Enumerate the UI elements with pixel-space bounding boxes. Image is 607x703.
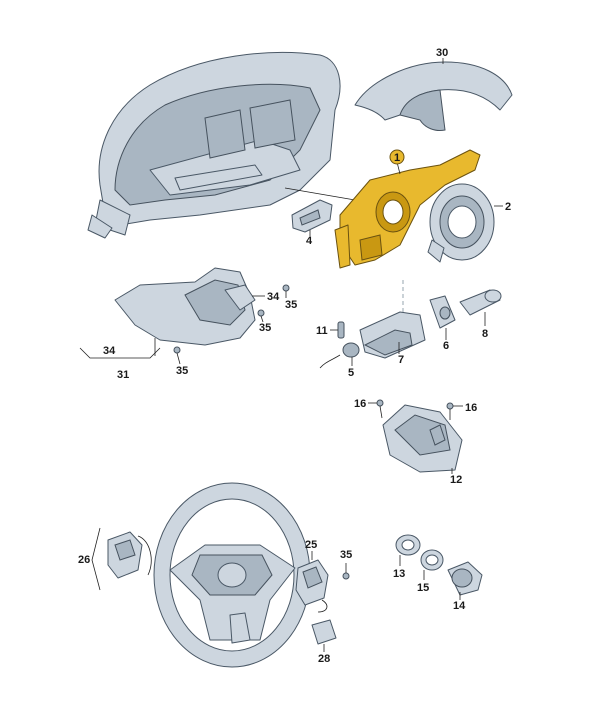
part-14-start-button <box>447 561 483 600</box>
part-31-lower-trim <box>114 267 265 346</box>
label-16a: 16 <box>354 398 366 410</box>
label-6: 6 <box>443 340 449 352</box>
label-31: 31 <box>117 369 129 381</box>
part-7-lock-housing <box>359 280 426 359</box>
screw-16b <box>446 402 463 420</box>
part-2-clock-spring <box>427 183 503 263</box>
part-12-control-unit <box>382 404 463 474</box>
part-11-screw <box>330 321 345 339</box>
label-35d: 35 <box>340 549 352 561</box>
label-4: 4 <box>306 235 313 247</box>
part-26-multifunction-button <box>91 527 152 591</box>
label-2: 2 <box>505 201 511 213</box>
part-1-combination-switch <box>334 149 481 269</box>
label-35a: 35 <box>285 299 297 311</box>
label-35b: 35 <box>259 322 271 334</box>
part-25-multifunction-button <box>295 551 329 613</box>
label-28: 28 <box>318 653 330 665</box>
label-34a: 34 <box>267 291 280 303</box>
label-25: 25 <box>305 539 317 551</box>
label-7: 7 <box>398 354 404 366</box>
part-8-lock-cylinder <box>459 289 502 326</box>
part-15-ring <box>420 549 444 580</box>
bracket-31 <box>79 347 161 359</box>
screw-35a <box>282 284 290 298</box>
label-11: 11 <box>316 325 328 337</box>
label-12: 12 <box>450 474 462 486</box>
part-4-bracket <box>291 199 333 236</box>
screw-35b <box>257 309 265 323</box>
label-30: 30 <box>436 47 448 59</box>
steering-wheel <box>153 482 311 668</box>
part-28-cover <box>311 619 337 652</box>
label-26: 26 <box>78 554 90 566</box>
label-5: 5 <box>348 367 354 379</box>
part-30-upper-trim <box>354 58 513 131</box>
label-1: 1 <box>394 152 400 164</box>
part-5-ignition-switch <box>319 342 360 369</box>
part-6-lock-cylinder-trim <box>429 295 456 340</box>
screw-16a <box>368 399 384 419</box>
screw-35d <box>342 563 350 580</box>
screw-35c <box>173 346 181 365</box>
label-1-badge <box>389 149 405 165</box>
label-8: 8 <box>482 328 488 340</box>
part-13-ring <box>395 534 421 566</box>
label-35c: 35 <box>176 365 188 377</box>
label-15: 15 <box>417 582 429 594</box>
label-16b: 16 <box>465 402 477 414</box>
dashboard-support-frame <box>87 52 356 239</box>
label-34b: 34 <box>103 345 116 357</box>
label-14: 14 <box>453 600 466 612</box>
label-13: 13 <box>393 568 405 580</box>
